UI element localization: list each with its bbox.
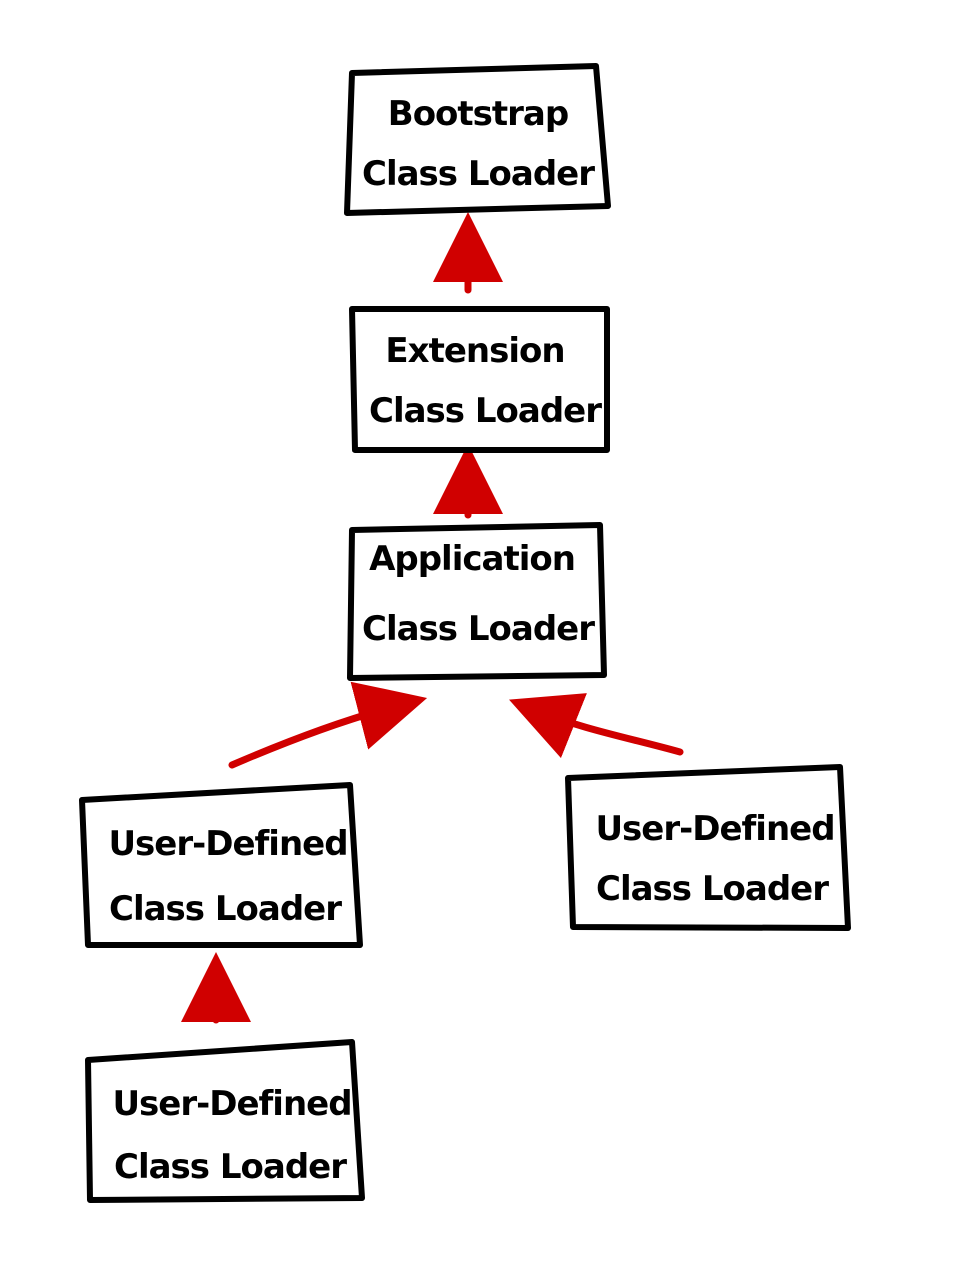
node-title-line: Application [369, 539, 575, 579]
node-title-line: User-Defined [108, 824, 347, 864]
node-subtitle-line: Class Loader [362, 609, 595, 649]
node-bootstrap-class-loader: Bootstrap Class Loader [344, 63, 611, 216]
node-box [344, 63, 611, 216]
node-subtitle-line: Class Loader [596, 869, 829, 909]
edge-user-defined-right-to-application [509, 693, 684, 759]
node-subtitle-line: Class Loader [109, 889, 342, 929]
node-application-class-loader: Application Class Loader [347, 522, 607, 681]
node-box [79, 782, 363, 948]
edges [181, 212, 684, 1024]
node-box [565, 764, 851, 931]
node-title-line: User-Defined [595, 809, 834, 849]
node-subtitle-line: Class Loader [369, 391, 602, 431]
node-box [85, 1039, 365, 1203]
node-extension-class-loader: Extension Class Loader [349, 306, 610, 453]
node-user-defined-bottom-class-loader: User-Defined Class Loader [85, 1039, 365, 1203]
node-user-defined-right-class-loader: User-Defined Class Loader [565, 764, 851, 931]
node-box [347, 522, 607, 681]
node-title-line: User-Defined [112, 1084, 351, 1124]
node-subtitle-line: Class Loader [114, 1147, 347, 1187]
node-title-line: Extension [385, 331, 564, 371]
node-box [349, 306, 610, 453]
node-subtitle-line: Class Loader [362, 154, 595, 194]
edge-user-defined-left-to-application [228, 681, 428, 769]
node-user-defined-left-class-loader: User-Defined Class Loader [79, 782, 363, 948]
node-title-line: Bootstrap [388, 94, 568, 134]
